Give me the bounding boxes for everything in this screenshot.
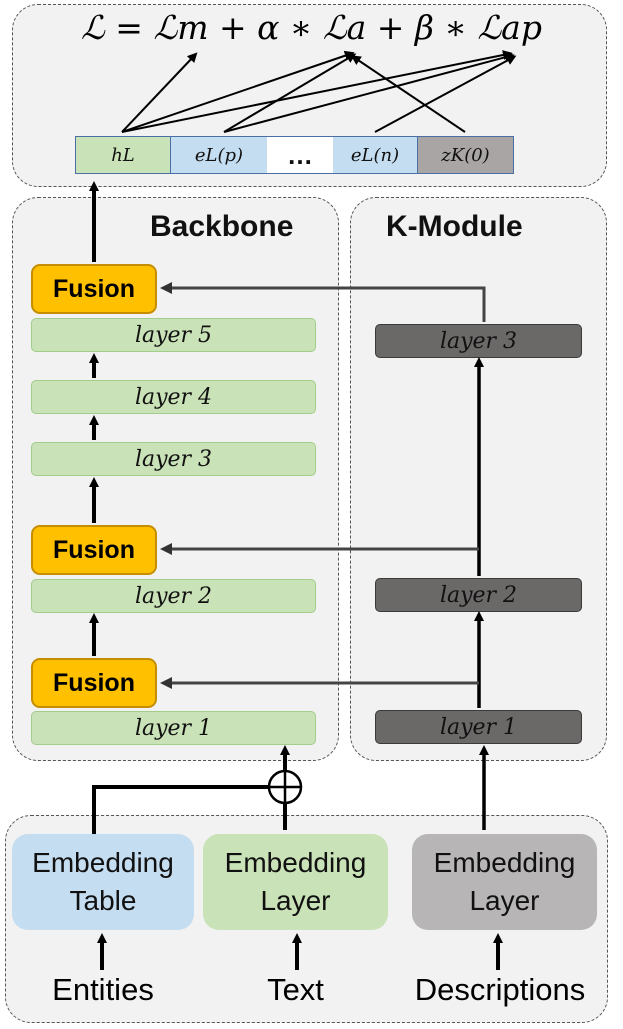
output-segment-z: zK(0) [417, 136, 514, 174]
entity-add-path [92, 785, 268, 834]
kmodule-layer-1: layer 1 [375, 710, 582, 744]
add-operator [267, 769, 303, 805]
kmodule-title: K-Module [386, 210, 523, 243]
output-segment-ellipsis: … [267, 136, 333, 174]
fusion-feed-arrows [160, 282, 486, 689]
fusion-block-top: Fusion [31, 264, 157, 314]
output-segment-en: eL(n) [333, 136, 417, 174]
backbone-flow-arrows [89, 181, 290, 830]
text-embedding-layer-block: Embedding Layer [203, 834, 388, 930]
backbone-layer-3: layer 3 [31, 442, 316, 476]
input-text: Text [267, 972, 324, 1007]
backbone-layer-2: layer 2 [31, 579, 316, 613]
loss-arrows [121, 50, 517, 133]
fusion-block-middle: Fusion [31, 525, 157, 575]
backbone-layer-1: layer 1 [31, 711, 316, 745]
backbone-layer-5: layer 5 [31, 318, 316, 352]
backbone-title: Backbone [150, 210, 294, 243]
kmodule-layer-3: layer 3 [375, 324, 582, 358]
output-segment-h: hL [75, 136, 171, 174]
loss-formula: ℒ = ℒm + α ∗ ℒa + β ∗ ℒap [81, 8, 542, 47]
input-arrows [97, 933, 503, 970]
kmodule-flow-arrows [474, 357, 489, 830]
backbone-layer-4: layer 4 [31, 380, 316, 414]
kmodule-layer-2: layer 2 [375, 578, 582, 612]
output-segment-ep: eL(p) [171, 136, 267, 174]
input-entities: Entities [52, 972, 154, 1007]
description-embedding-layer-block: Embedding Layer [412, 834, 597, 930]
embedding-table-block: Embedding Table [12, 834, 194, 930]
input-descriptions: Descriptions [414, 972, 586, 1007]
fusion-block-bottom: Fusion [31, 658, 157, 708]
